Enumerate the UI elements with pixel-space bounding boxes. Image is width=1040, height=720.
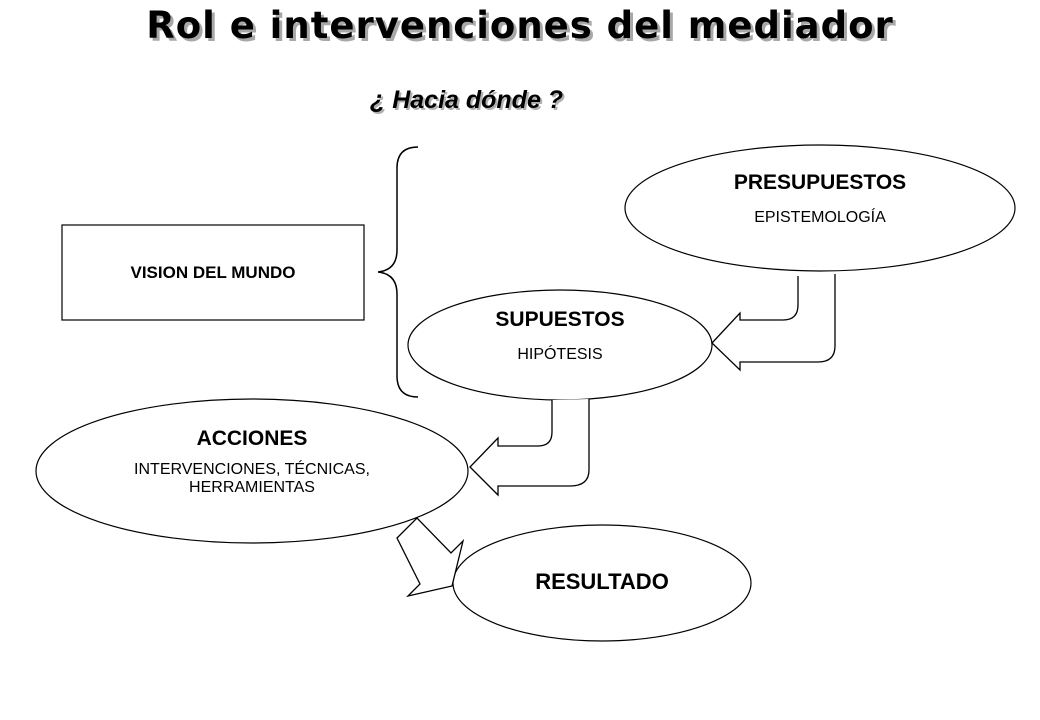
presupuestos-node: PRESUPUESTOS EPISTEMOLOGÍA (625, 171, 1015, 227)
resultado-node: RESULTADO (453, 569, 751, 595)
vision-box (61, 224, 365, 321)
acciones-sub: INTERVENCIONES, TÉCNICAS, HERRAMIENTAS (134, 461, 370, 496)
vision-del-mundo-label: VISION DEL MUNDO (130, 262, 296, 282)
slide-subtitle: ¿ Hacia dónde ? (370, 86, 564, 114)
resultado-label: RESULTADO (535, 569, 669, 594)
supuestos-node: SUPUESTOS HIPÓTESIS (408, 308, 712, 364)
supuestos-label: SUPUESTOS (495, 308, 625, 331)
acciones-ellipse (35, 398, 469, 544)
arrow-acciones-resultado (396, 517, 465, 598)
presupuestos-ellipse (624, 144, 1016, 272)
supuestos-sub: HIPÓTESIS (517, 346, 603, 363)
slide-title: Rol e intervenciones del mediador (146, 4, 894, 47)
acciones-node: ACCIONES INTERVENCIONES, TÉCNICAS, HERRA… (56, 427, 448, 497)
arrow-presupuestos-supuestos (711, 274, 836, 372)
curly-brace (377, 146, 419, 398)
presupuestos-sub: EPISTEMOLOGÍA (754, 209, 886, 226)
arrow-supuestos-acciones (469, 399, 590, 497)
acciones-label: ACCIONES (196, 427, 308, 450)
presupuestos-label: PRESUPUESTOS (733, 171, 907, 194)
